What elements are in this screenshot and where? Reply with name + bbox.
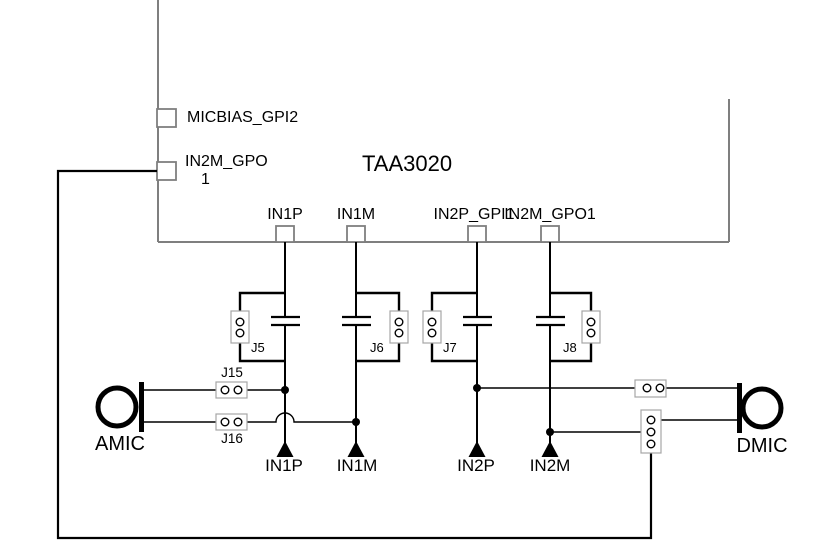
amic-label: AMIC — [95, 433, 145, 455]
port-label-in1p: IN1P — [265, 456, 303, 475]
capacitors — [271, 315, 565, 327]
jumper-label-j6: J6 — [370, 340, 384, 355]
jumper-j16 — [215, 413, 248, 431]
jumper-label-j15: J15 — [221, 365, 243, 380]
jumper-j7 — [422, 310, 442, 344]
wire-amic-to-in1m-with-hop — [144, 412, 356, 423]
junction-dots — [281, 384, 554, 436]
pin-square-in1p — [275, 225, 295, 243]
jumper-dmic-2pin — [634, 379, 667, 398]
capacitor-in2p — [463, 315, 492, 327]
wire-dmic-net — [477, 387, 737, 433]
port-arrow-in1m — [347, 441, 365, 457]
jumper-j6 — [389, 310, 409, 344]
jumper-dmic-3pin — [640, 409, 662, 454]
jumper-label-j16: J16 — [221, 431, 243, 446]
jumper-headers-horizontal — [215, 379, 667, 454]
pin-square-micbias-gpi2 — [156, 108, 177, 128]
pin-label-in1p: IN1P — [267, 206, 303, 223]
port-label-in2p: IN2P — [457, 456, 495, 475]
pin-square-in2m-gpo1-bottom — [540, 225, 560, 243]
chip-name-label: TAA3020 — [362, 151, 453, 176]
wire-amic-net — [144, 389, 356, 423]
pin-label-in2p-gpi1: IN2P_GPI1 — [433, 206, 515, 223]
dmic-label: DMIC — [736, 435, 788, 457]
branch-j8 — [550, 291, 593, 363]
jumper-label-j8: J8 — [563, 340, 577, 355]
amic-mic-icon — [95, 382, 144, 432]
pin-label-in2m-gpo1: IN2M_GPO1 — [504, 206, 596, 223]
capacitor-in1m — [342, 315, 371, 327]
branch-j6 — [356, 291, 401, 363]
port-arrows — [276, 441, 559, 457]
jumper-j8 — [581, 310, 601, 344]
pin-label-in2m-gpo-line2: 1 — [201, 171, 210, 188]
capacitor-in2m — [536, 315, 565, 327]
dmic-mic-icon — [737, 383, 784, 433]
pin-square-in2p-gpi1 — [467, 225, 487, 243]
jumper-j5 — [230, 310, 250, 344]
port-label-in2m: IN2M — [529, 456, 571, 475]
pin-square-in1m — [346, 225, 366, 243]
jumper-headers-vertical — [230, 310, 601, 344]
port-arrow-in2p — [468, 441, 486, 457]
jumper-label-j7: J7 — [443, 340, 457, 355]
pin-label-micbias-gpi2: MICBIAS_GPI2 — [187, 109, 299, 126]
jumper-j15 — [215, 381, 248, 399]
capacitor-in1p — [271, 315, 300, 327]
port-arrow-in1p — [276, 441, 294, 457]
pin-label-in1m: IN1M — [336, 206, 376, 223]
jumper-label-j5: J5 — [251, 340, 265, 355]
wire-return-loop — [56, 169, 653, 540]
wire-jumper-branches — [238, 291, 593, 363]
chip-pin-squares — [156, 108, 560, 243]
port-arrow-in2m — [541, 441, 559, 457]
branch-j5 — [238, 291, 285, 363]
branch-j7 — [430, 291, 477, 363]
pin-square-in2m-gpo1-left — [156, 161, 177, 181]
port-label-in1m: IN1M — [336, 456, 378, 475]
pin-label-in2m-gpo: IN2M_GPO — [185, 153, 268, 170]
wire-pin-verticals — [284, 242, 551, 443]
